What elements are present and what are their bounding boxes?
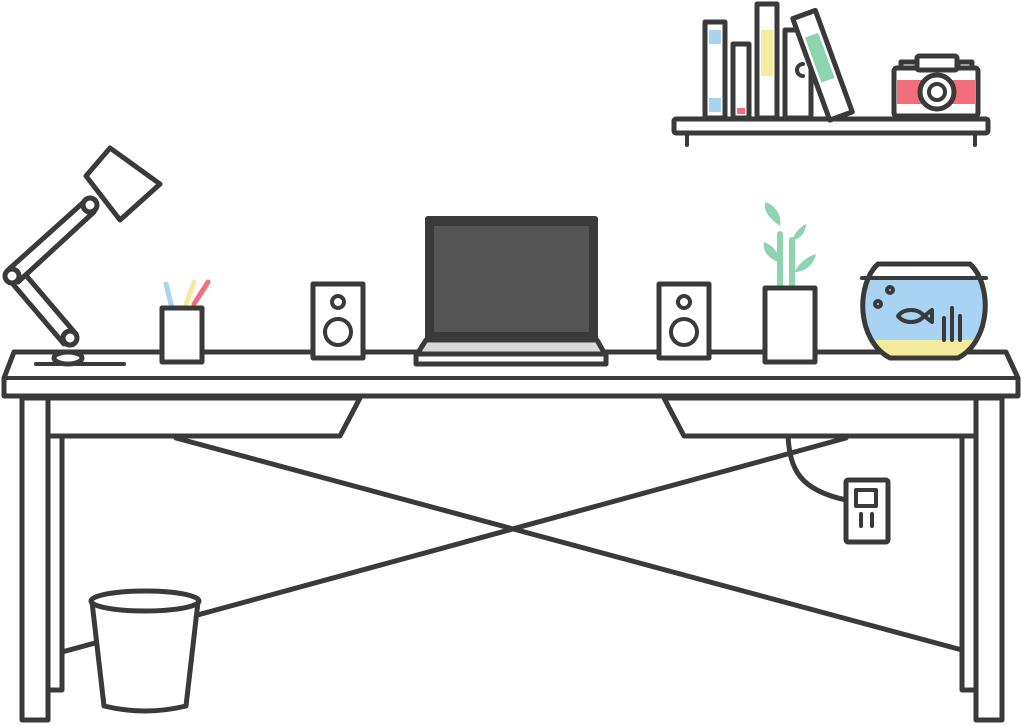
book-green-leaning-icon — [790, 7, 855, 123]
desk-lamp-icon — [2, 145, 163, 367]
book-blue-icon — [702, 19, 728, 121]
pencil-cup-icon — [159, 279, 211, 365]
book-pink-icon — [730, 41, 752, 121]
book-yellow-icon — [754, 1, 780, 121]
desk-front-legs — [19, 395, 1005, 723]
camera-icon — [891, 53, 981, 119]
speaker-right-icon — [656, 281, 712, 361]
books — [702, 1, 855, 123]
plant-icon — [762, 202, 818, 365]
desk-drawers — [45, 395, 979, 439]
laptop-icon — [413, 216, 609, 367]
fishbowl-icon — [860, 261, 988, 361]
power-outlet-icon — [785, 433, 891, 545]
wall-shelf — [671, 116, 991, 147]
trash-can-icon — [88, 588, 202, 714]
speaker-left-icon — [310, 281, 366, 361]
